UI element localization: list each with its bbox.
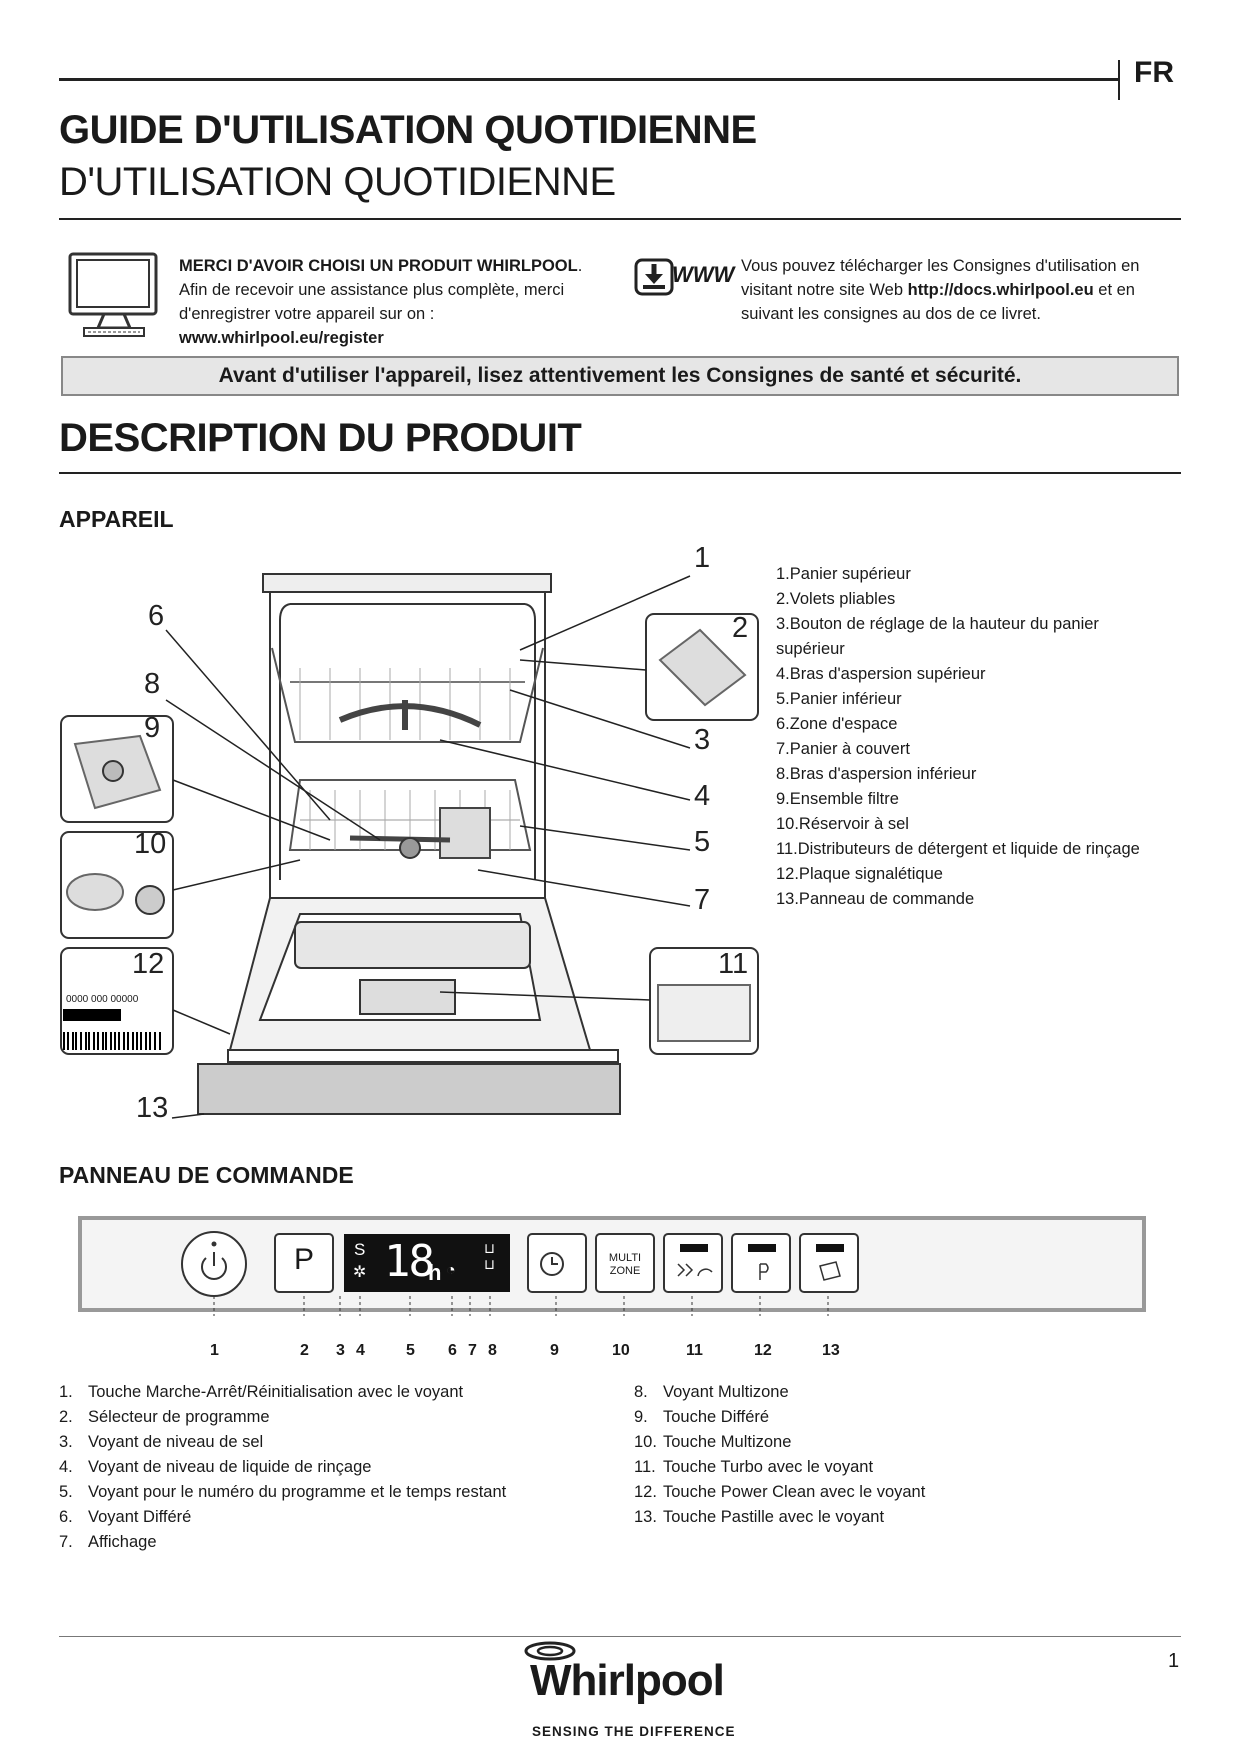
- panel-number-4: 4: [356, 1342, 365, 1359]
- delay-indicator: ◔: [446, 1262, 456, 1279]
- whirlpool-swirl-logo: [524, 1641, 576, 1661]
- multizone-button[interactable]: MULTI ZONE: [608, 1252, 642, 1277]
- callout-12: 12: [132, 948, 165, 980]
- panel-number-8: 8: [488, 1342, 497, 1359]
- list-item: 6.Voyant Différé: [59, 1508, 192, 1526]
- panel-number-3: 3: [336, 1342, 345, 1359]
- language-label: FR: [1134, 56, 1174, 89]
- program-display: 18: [384, 1236, 435, 1287]
- list-item: 4.Voyant de niveau de liquide de rinçage: [59, 1458, 372, 1476]
- callout-11: 11: [718, 948, 749, 980]
- safety-warning-banner: Avant d'utiliser l'appareil, lisez atten…: [61, 356, 1179, 396]
- panel-number-12: 12: [754, 1342, 772, 1359]
- legend-item: 8.Bras d'aspersion inférieur: [776, 765, 977, 783]
- legend-item: 4.Bras d'aspersion supérieur: [776, 665, 986, 683]
- page-title: GUIDE D'UTILISATION QUOTIDIENNE: [59, 108, 757, 152]
- list-item: 11.Touche Turbo avec le voyant: [634, 1458, 874, 1476]
- header-rule: [59, 78, 1119, 81]
- list-item: 7.Affichage: [59, 1533, 157, 1551]
- rating-plate-service-label: Service:: [66, 978, 105, 989]
- legend-item: 2.Volets pliables: [776, 590, 896, 608]
- list-item: 10.Touche Multizone: [634, 1433, 792, 1451]
- thanks-heading: MERCI D'AVOIR CHOISI UN PRODUIT WHIRLPOO…: [179, 257, 578, 275]
- thanks-text: MERCI D'AVOIR CHOISI UN PRODUIT WHIRLPOO…: [179, 257, 583, 347]
- download-icon: [634, 258, 674, 296]
- footer-rule: [59, 1636, 1181, 1637]
- callout-6: 6: [148, 600, 165, 632]
- control-list-right: 8.Voyant Multizone 9.Touche Différé 10.T…: [634, 1380, 925, 1530]
- panel-number-5: 5: [406, 1342, 415, 1359]
- list-item: 13.Touche Pastille avec le voyant: [634, 1508, 885, 1526]
- www-label: WWW: [672, 262, 735, 287]
- page-number: 1: [1168, 1650, 1180, 1672]
- panel-number-11: 11: [686, 1342, 703, 1359]
- panel-number-6: 6: [448, 1342, 457, 1359]
- section-title: DESCRIPTION DU PRODUIT: [59, 416, 582, 460]
- callout-2: 2: [732, 612, 749, 644]
- display-hours: h: [428, 1260, 442, 1285]
- list-item: 8.Voyant Multizone: [634, 1383, 789, 1401]
- callout-4: 4: [694, 780, 711, 812]
- rinse-aid-indicator: ✲: [353, 1264, 367, 1281]
- program-selector-button[interactable]: P: [294, 1243, 315, 1276]
- panel-number-1: 1: [210, 1342, 219, 1359]
- dishwasher-illustration: [60, 573, 759, 1119]
- control-list-left: 1.Touche Marche-Arrêt/Réinitialisation a…: [59, 1380, 506, 1555]
- callout-10: 10: [134, 828, 167, 860]
- legend-item: 7.Panier à couvert: [776, 740, 910, 758]
- list-item: 12.Touche Power Clean avec le voyant: [634, 1483, 926, 1501]
- legend-item: supérieur: [776, 640, 845, 658]
- legend-item: 1.Panier supérieur: [776, 565, 911, 583]
- callout-13: 13: [136, 1092, 169, 1124]
- legend-item: 6.Zone d'espace: [776, 715, 898, 733]
- callout-5: 5: [694, 826, 711, 858]
- callout-7: 7: [694, 884, 711, 916]
- salt-indicator: S: [354, 1240, 366, 1259]
- section-rule: [59, 472, 1181, 474]
- download-text: Vous pouvez télécharger les Consignes d'…: [741, 257, 1140, 323]
- panel-number-13: 13: [822, 1342, 840, 1359]
- legend-item: 5.Panier inférieur: [776, 690, 902, 708]
- list-item: 5.Voyant pour le numéro du programme et …: [59, 1483, 507, 1501]
- control-panel-illustration: [78, 1216, 1146, 1316]
- appliance-heading: APPAREIL: [59, 506, 174, 532]
- legend-item: 13.Panneau de commande: [776, 890, 975, 908]
- callout-1: 1: [694, 542, 711, 574]
- list-item: 3.Voyant de niveau de sel: [59, 1433, 264, 1451]
- control-panel-heading: PANNEAU DE COMMANDE: [59, 1162, 354, 1188]
- list-item: 1.Touche Marche-Arrêt/Réinitialisation a…: [59, 1383, 464, 1401]
- panel-number-7: 7: [468, 1342, 477, 1359]
- list-item: 2.Sélecteur de programme: [59, 1408, 270, 1426]
- legend-item: 9.Ensemble filtre: [776, 790, 899, 808]
- page-subtitle: D'UTILISATION QUOTIDIENNE: [59, 160, 616, 204]
- panel-number-10: 10: [612, 1342, 630, 1359]
- callout-8: 8: [144, 668, 161, 700]
- list-item: 9.Touche Différé: [634, 1408, 770, 1426]
- register-link[interactable]: www.whirlpool.eu/register: [179, 329, 384, 347]
- legend-item: 12.Plaque signalétique: [776, 865, 943, 883]
- legend-item: 3.Bouton de réglage de la hauteur du pan…: [776, 615, 1099, 633]
- panel-number-9: 9: [550, 1342, 559, 1359]
- monitor-icon: [68, 252, 158, 337]
- legend-item: 10.Réservoir à sel: [776, 815, 909, 833]
- multizone-indicator: ⊔⊔: [484, 1240, 495, 1272]
- header-rule-tick: [1118, 60, 1120, 100]
- legend-item: 11.Distributeurs de détergent et liquide…: [776, 840, 1140, 858]
- panel-number-2: 2: [300, 1342, 309, 1359]
- rating-plate-service-number: 0000 000 00000: [66, 994, 139, 1005]
- title-rule: [59, 218, 1181, 220]
- brand-logo: Whirlpool: [530, 1656, 725, 1705]
- docs-link[interactable]: http://docs.whirlpool.eu: [907, 281, 1094, 299]
- callout-9: 9: [144, 712, 161, 744]
- callout-3: 3: [694, 724, 711, 756]
- appliance-legend: 1.Panier supérieur 2.Volets pliables 3.B…: [776, 562, 1196, 912]
- brand-tagline: SENSING THE DIFFERENCE: [532, 1724, 736, 1739]
